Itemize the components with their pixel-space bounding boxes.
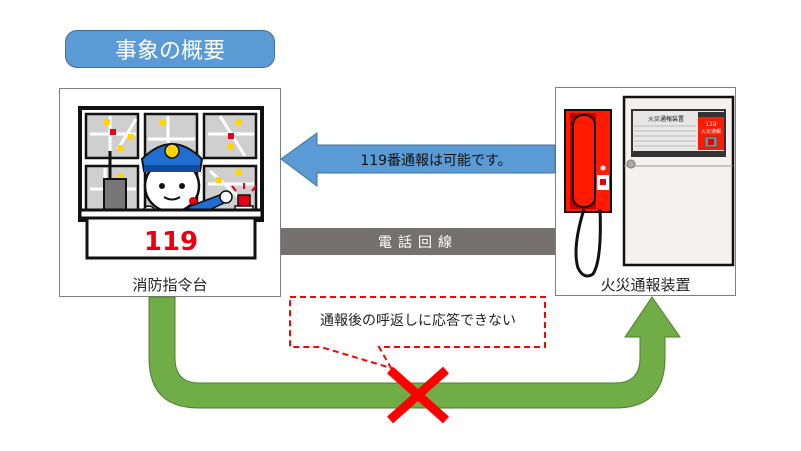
call-arrow <box>280 132 556 187</box>
dispatch-center-label: 消防指令台 <box>132 276 208 294</box>
button-number: 119 <box>705 121 717 128</box>
title-text: 事象の概要 <box>114 39 225 64</box>
desk-number: 119 <box>144 227 198 257</box>
dispatcher-illustration: 119 <box>78 106 264 260</box>
title-banner: 事象の概要 <box>65 30 275 68</box>
phone-icon <box>564 109 612 278</box>
callout-border <box>289 296 546 370</box>
panel-label: 火災通報装置 <box>648 115 684 123</box>
x-mark-icon <box>387 366 449 424</box>
fire-alarm-device-box: 火災通報装置 119 火災通報 火災通報装置 <box>555 87 736 296</box>
fire-alarm-device-illustration: 火災通報装置 119 火災通報 <box>564 95 735 278</box>
alarm-panel-icon: 火災通報装置 119 火災通報 <box>622 95 735 267</box>
callout-text: 通報後の呼返しに応答できない <box>320 313 516 329</box>
button-label: 火災通報 <box>701 128 721 135</box>
phone-line-label: 電話回線 <box>378 234 458 251</box>
dispatch-center-box: 119 消防指令台 <box>59 88 281 297</box>
phone-line-bar: 電話回線 <box>281 228 555 255</box>
call-arrow-label: 119番通報は可能です。 <box>360 153 512 169</box>
callback-arrow <box>148 296 681 409</box>
fire-alarm-device-label: 火災通報装置 <box>600 276 691 294</box>
